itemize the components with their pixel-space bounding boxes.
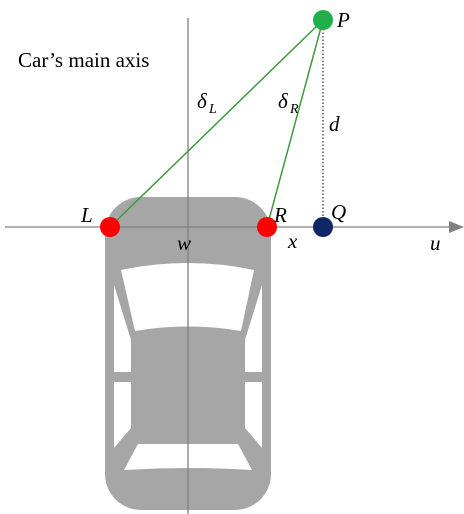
label-w: w — [177, 231, 191, 255]
delta-L-subscript: L — [208, 102, 217, 117]
car-right-front-window — [245, 285, 262, 372]
label-Q: Q — [331, 200, 346, 224]
label-u: u — [430, 231, 441, 255]
car-left-rear-window — [114, 382, 131, 448]
label-delta-L: δ L — [197, 89, 217, 117]
delta-L-symbol: δ — [197, 89, 208, 113]
delta-R-symbol: δ — [278, 89, 289, 113]
label-d: d — [329, 112, 340, 136]
delta-R-subscript: R — [289, 102, 299, 117]
point-P — [313, 10, 333, 30]
point-L — [100, 217, 120, 237]
sight-line-right — [266, 19, 324, 228]
label-delta-R: δ R — [278, 89, 299, 117]
label-L: L — [80, 203, 93, 227]
point-R — [257, 217, 277, 237]
label-x: x — [287, 229, 298, 253]
car-left-front-window — [114, 285, 131, 372]
label-R: R — [273, 203, 287, 227]
point-Q — [313, 217, 333, 237]
car-right-rear-window — [245, 382, 262, 448]
label-P: P — [336, 8, 350, 32]
axis-caption: Car’s main axis — [18, 48, 149, 72]
sight-line-left — [109, 19, 324, 228]
u-axis-arrowhead — [449, 221, 464, 233]
